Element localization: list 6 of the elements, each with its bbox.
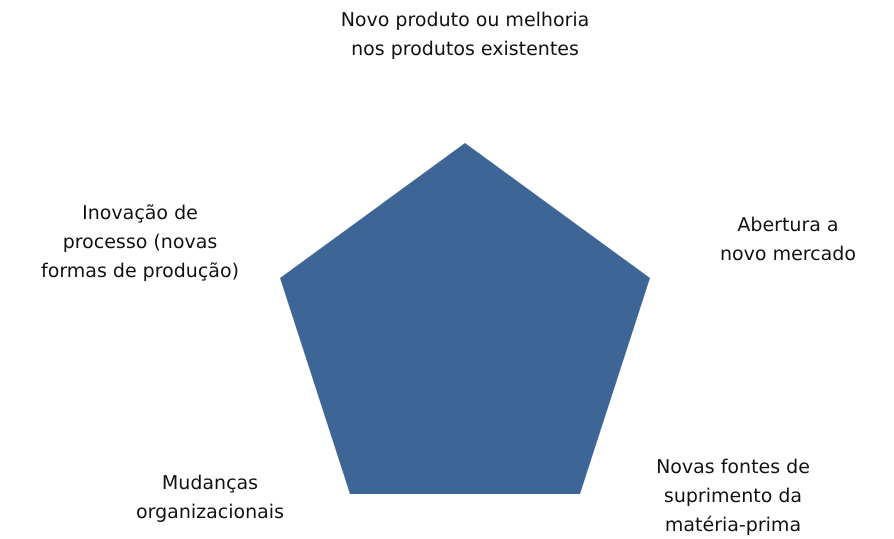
- pentagon-shape: [280, 143, 650, 494]
- pentagon-label: Abertura a novo mercado: [719, 213, 857, 267]
- pentagon-label: Mudanças organizacionais: [135, 471, 285, 525]
- pentagon-label: Inovação de processo (novas formas de produção): [40, 201, 240, 284]
- pentagon-label: Novas fontes de suprimento da matéria-prima: [655, 455, 811, 538]
- pentagon-label: Novo produto ou melhoria nos produtos existentes: [340, 8, 590, 62]
